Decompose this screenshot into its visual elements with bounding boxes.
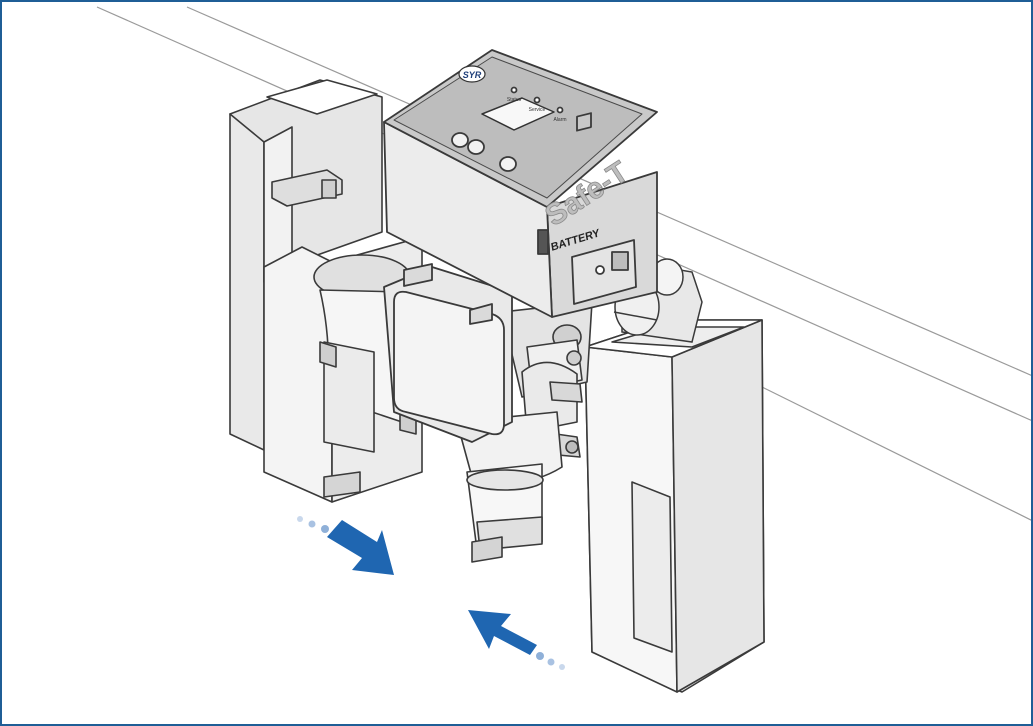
status-led-label: Status [507,97,522,103]
control-unit [383,49,658,318]
arrow-right-down-icon [297,516,394,575]
sensor-box [383,263,513,443]
arrow-left-up-icon [468,610,565,670]
right-bracket [584,319,765,693]
service-led-label: Service [529,107,546,113]
brand-logo-text: SYR [463,70,482,80]
confirm-button[interactable] [499,156,517,172]
valve-body [456,301,593,563]
up-button[interactable] [451,132,469,148]
alarm-led-label: Alarm [553,117,566,123]
down-button[interactable] [467,139,485,155]
